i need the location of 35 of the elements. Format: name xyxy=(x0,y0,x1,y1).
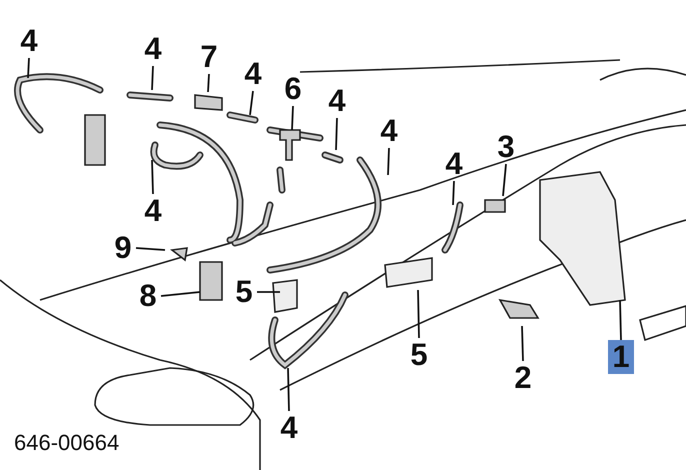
leader-line xyxy=(521,326,524,362)
leader-line xyxy=(387,148,390,176)
leader-line xyxy=(151,66,154,90)
leader-line xyxy=(249,90,254,116)
part-number: 646-00664 xyxy=(14,430,120,455)
leader-line xyxy=(257,291,280,293)
leader-line xyxy=(27,58,30,78)
callout-number: 4 xyxy=(240,57,266,91)
leader-line xyxy=(502,164,507,196)
leader-line xyxy=(160,291,200,297)
leader-line xyxy=(136,247,166,251)
leader-line xyxy=(151,160,154,194)
callout-number: 4 xyxy=(140,32,166,66)
leader-line xyxy=(452,180,455,206)
callout-number: 8 xyxy=(135,279,161,313)
leader-line xyxy=(619,300,622,340)
leader-line xyxy=(287,368,290,412)
callout-number: 4 xyxy=(16,24,42,58)
leader-line xyxy=(335,118,338,150)
callout-number: 9 xyxy=(110,231,136,265)
callout-number: 4 xyxy=(276,411,302,445)
callout-number: 6 xyxy=(280,72,306,106)
callout-number: 5 xyxy=(406,338,432,372)
callout-number: 3 xyxy=(493,130,519,164)
leader-line xyxy=(291,106,294,130)
leader-line xyxy=(207,74,210,92)
callout-number: 4 xyxy=(324,84,350,118)
leader-line xyxy=(417,290,420,338)
callout-number: 7 xyxy=(196,40,222,74)
callout-number: 1 xyxy=(608,340,634,374)
callout-number: 4 xyxy=(140,194,166,228)
callout-number: 4 xyxy=(441,147,467,181)
callout-number: 2 xyxy=(510,361,536,395)
callout-number: 4 xyxy=(376,114,402,148)
callout-number: 5 xyxy=(231,275,257,309)
